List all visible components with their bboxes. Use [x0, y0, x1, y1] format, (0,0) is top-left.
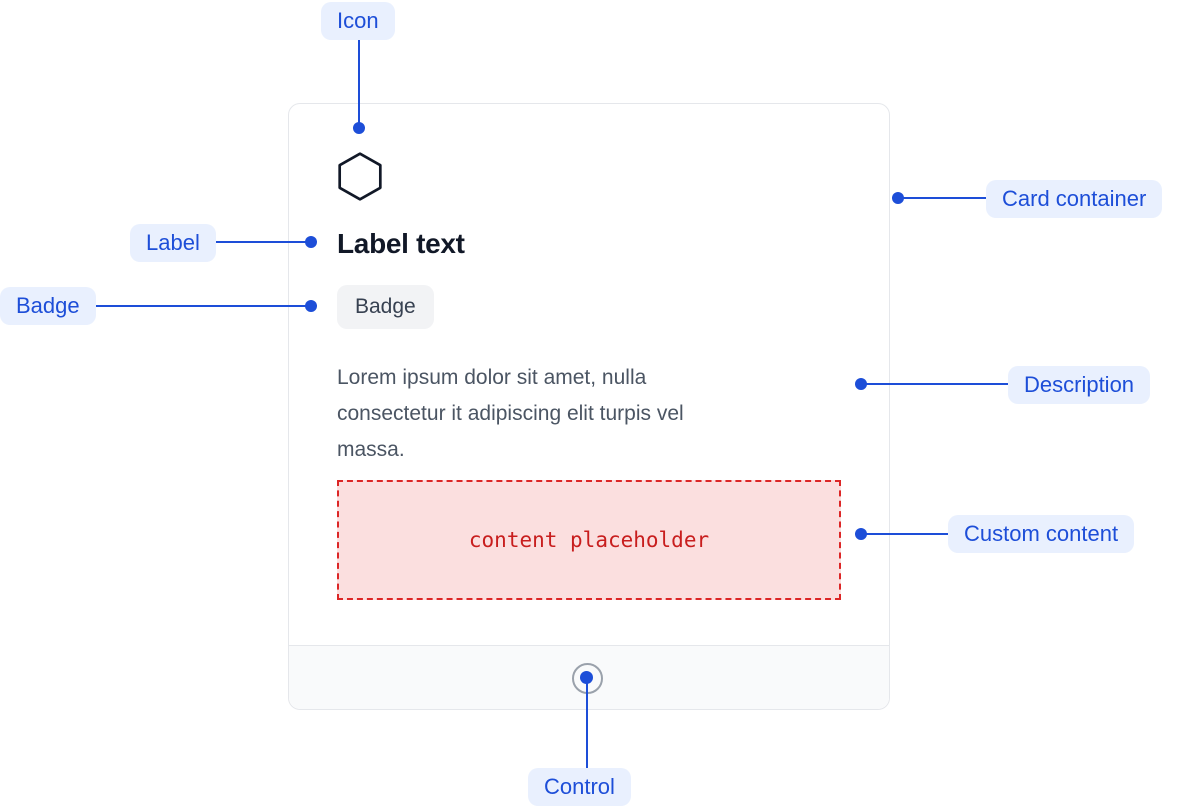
card-label: Label text — [337, 228, 465, 259]
custom-content-connector-dot — [855, 528, 867, 540]
callout-card-container: Card container — [986, 180, 1163, 218]
card-description: Lorem ipsum dolor sit amet, nulla consec… — [337, 366, 684, 461]
callout-icon: Icon — [321, 2, 395, 40]
callout-description: Description — [1008, 366, 1151, 404]
control-connector-line — [586, 678, 588, 773]
label-connector-dot — [305, 236, 317, 248]
badge-connector-dot — [305, 300, 317, 312]
description-connector-line — [861, 383, 1021, 385]
card-container-connector-dot — [892, 192, 904, 204]
card-badge: Badge — [337, 285, 434, 329]
badge-connector-line — [88, 305, 311, 307]
icon-connector-dot — [353, 122, 365, 134]
label-connector-line — [205, 241, 311, 243]
callout-label: Label — [130, 224, 216, 262]
icon-connector-line — [358, 39, 360, 125]
callout-badge: Badge — [0, 287, 96, 325]
hexagon-icon — [338, 152, 382, 201]
callout-control: Control — [528, 768, 631, 806]
description-connector-dot — [855, 378, 867, 390]
card-container: Label text Badge Lorem ipsum dolor sit a… — [288, 103, 890, 710]
callout-custom-content: Custom content — [948, 515, 1135, 553]
control-connector-dot — [580, 671, 593, 684]
custom-content-placeholder: content placeholder — [337, 480, 841, 600]
custom-content-connector-line — [861, 533, 961, 535]
card-body: Label text Badge Lorem ipsum dolor sit a… — [289, 104, 889, 600]
card-container-connector-line — [898, 197, 1000, 199]
